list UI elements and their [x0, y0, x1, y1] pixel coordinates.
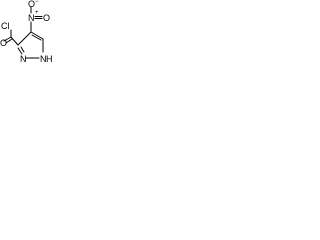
- bond-c3-c4: [17, 31, 32, 46]
- nitro-minus-charge: −: [35, 0, 39, 5]
- bond-c4-c5-b: [31, 34, 42, 41]
- bond-carbonyl-o-a: [3, 36, 12, 42]
- nh-hydrogen-label: H: [46, 54, 53, 64]
- bond-n2-c3-a: [17, 47, 23, 55]
- chlorine-label: Cl: [1, 21, 10, 31]
- bond-carbonyl-o-b: [5, 38, 13, 44]
- bond-c4-c5-a: [30, 31, 44, 40]
- structure-canvas: O − N + O Cl O N N H: [0, 0, 90, 83]
- bond-n2-c3-b: [20, 46, 25, 53]
- carbonyl-oxygen-label: O: [0, 38, 7, 48]
- nitro-oxygen-top-label: O: [28, 0, 35, 9]
- nitro-oxygen-side-label: O: [43, 13, 50, 23]
- ring-nitrogen-label: N: [20, 54, 27, 64]
- chemical-structure: O − N + O Cl O N N H: [0, 0, 53, 64]
- nitro-nitrogen-label: N: [28, 13, 35, 23]
- nitro-plus-charge: +: [35, 10, 39, 16]
- nh-nitrogen-label: N: [40, 54, 47, 64]
- bond-c3-carbonyl: [10, 36, 19, 46]
